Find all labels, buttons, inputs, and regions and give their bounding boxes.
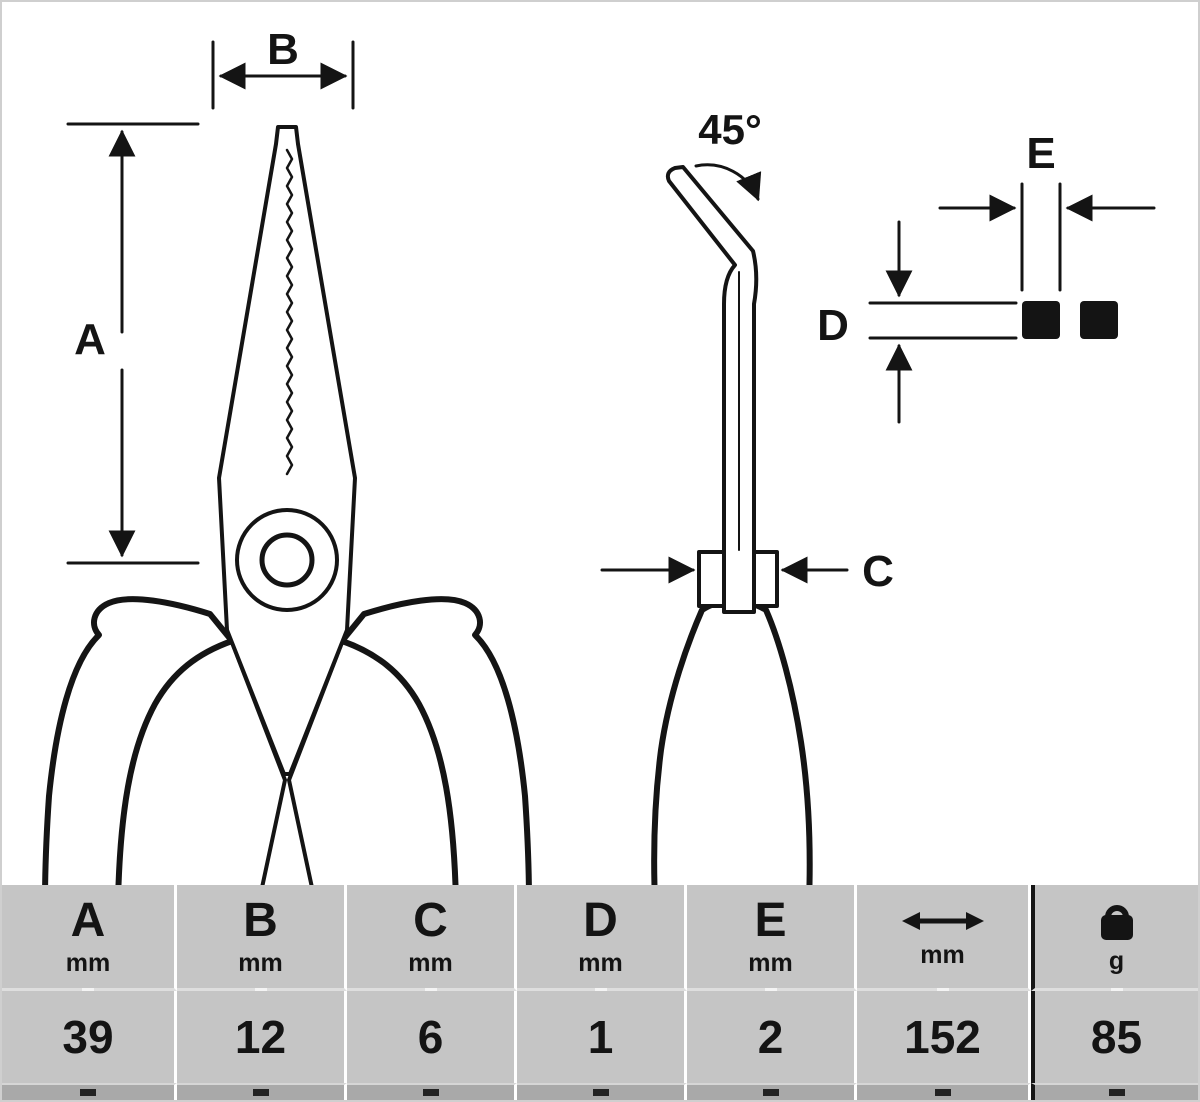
diagram-svg: B A 45° C <box>42 25 1156 885</box>
spec-header-weight: g <box>1031 885 1198 991</box>
spec-value-a: 39 <box>2 991 177 1083</box>
dimension-label-d: D <box>817 301 849 350</box>
front-view <box>42 40 532 885</box>
spec-value-length: 152 <box>857 991 1031 1083</box>
strip-mark <box>687 1083 857 1100</box>
strip-mark <box>857 1083 1031 1100</box>
strip-mark <box>347 1083 517 1100</box>
spec-value-b: 12 <box>177 991 347 1083</box>
spec-header-e-label: E <box>754 894 787 947</box>
dimension-label-c: C <box>862 547 894 596</box>
dimension-e <box>938 182 1156 292</box>
spec-header-d-unit: mm <box>578 949 623 977</box>
spec-header-d-label: D <box>583 894 618 947</box>
strip-mark <box>517 1083 687 1100</box>
bent-tip-shaft-outline <box>665 165 759 614</box>
spec-header-a-unit: mm <box>65 949 111 977</box>
tip-cross-section-detail <box>868 182 1156 424</box>
spec-header-b-unit: mm <box>238 949 283 977</box>
right-handle-outline <box>339 596 532 885</box>
strip-mark <box>2 1083 177 1100</box>
spec-header-b-label: B <box>243 894 278 947</box>
spec-value-weight: 85 <box>1031 991 1198 1083</box>
pliers-dimension-diagram: B A 45° C <box>2 2 1198 885</box>
spec-header-e-unit: mm <box>748 949 793 977</box>
spec-header-a: A mm <box>2 885 177 991</box>
spec-value-d: 1 <box>517 991 687 1083</box>
tip-section-square-right <box>1080 301 1118 339</box>
dimension-a <box>66 122 200 565</box>
spec-table: A mm B mm C mm D mm E mm <box>2 885 1198 1100</box>
dimension-b <box>211 40 355 110</box>
pivot-rivet <box>259 532 315 588</box>
spec-header-c-label: C <box>413 894 448 947</box>
spec-header-weight-unit: g <box>1108 947 1125 975</box>
strip-mark <box>177 1083 347 1100</box>
side-handle-outline <box>651 598 813 885</box>
spec-value-e: 2 <box>687 991 857 1083</box>
length-double-arrow-icon <box>901 912 984 930</box>
spec-header-length: mm <box>857 885 1031 991</box>
spec-value-c: 6 <box>347 991 517 1083</box>
spec-table-bottom-strip <box>2 1083 1198 1100</box>
side-view <box>600 163 849 885</box>
spec-header-c: C mm <box>347 885 517 991</box>
joint-bump-left <box>697 550 727 608</box>
spec-table-values-row: 39 12 6 1 2 152 85 <box>2 991 1198 1083</box>
angle-arc <box>694 163 762 202</box>
spec-header-length-unit: mm <box>920 941 965 969</box>
dimension-label-e: E <box>1026 129 1055 178</box>
spec-header-a-label: A <box>70 894 106 947</box>
jaw-body-outline <box>217 125 357 776</box>
jaw-serration <box>285 148 294 476</box>
dimension-d <box>868 220 1018 424</box>
spec-table-header-row: A mm B mm C mm D mm E mm <box>2 885 1198 991</box>
dimension-label-a: A <box>74 315 106 364</box>
angle-label: 45° <box>698 106 762 153</box>
weight-icon <box>1100 905 1133 940</box>
spec-header-e: E mm <box>687 885 857 991</box>
left-handle-outline <box>42 596 235 885</box>
tip-section-square-left <box>1022 301 1060 339</box>
dimension-label-b: B <box>267 25 299 74</box>
spec-header-c-unit: mm <box>408 949 453 977</box>
spec-header-d: D mm <box>517 885 687 991</box>
spec-header-b: B mm <box>177 885 347 991</box>
strip-mark <box>1031 1083 1198 1100</box>
